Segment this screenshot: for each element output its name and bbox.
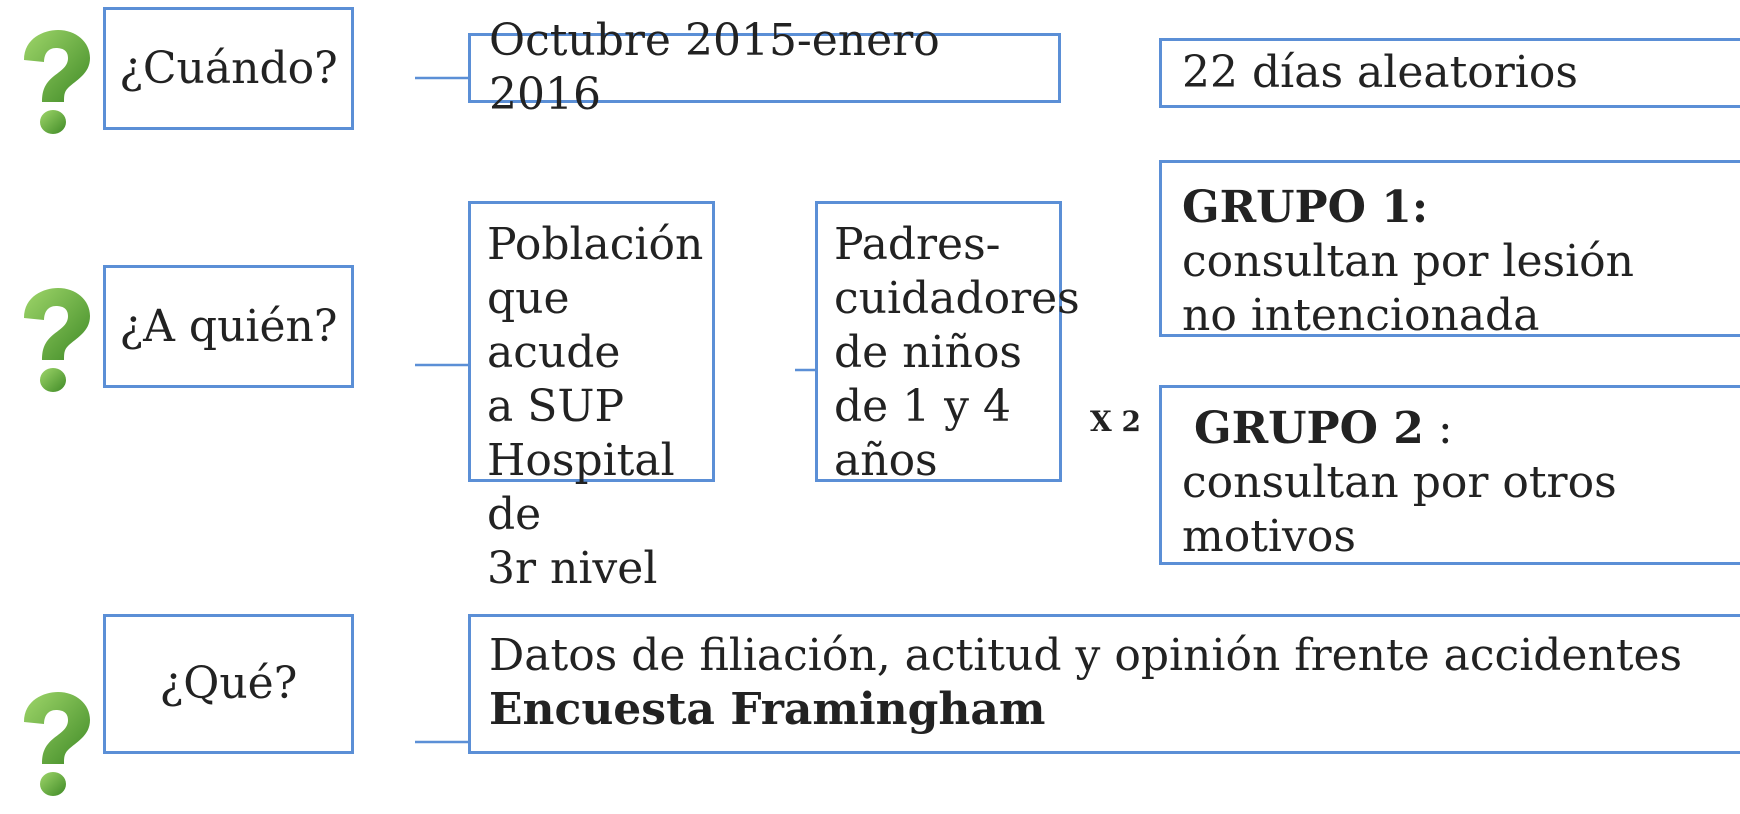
- question-mark-icon: [24, 692, 90, 796]
- parents-line: años: [834, 435, 938, 486]
- days-box: 22 días aleatorios: [1159, 38, 1740, 108]
- question-when-box: ¿Cuándo?: [103, 7, 354, 130]
- parents-line: cuidadores: [834, 273, 1080, 324]
- parents-line: Padres-: [834, 219, 1001, 270]
- population-line: a SUP: [487, 381, 625, 432]
- group1-title: GRUPO 1:: [1182, 182, 1429, 233]
- population-box: Población que acude a SUP Hospital de 3r…: [468, 201, 715, 594]
- population-line: 3r nivel: [487, 543, 658, 594]
- question-what-box: ¿Qué?: [103, 614, 354, 754]
- parents-line: de niños: [834, 327, 1023, 378]
- population-line: Hospital de: [487, 435, 675, 540]
- population-line: Población: [487, 219, 704, 270]
- data-box: Datos de filiación, actitud y opinión fr…: [468, 614, 1740, 754]
- group2-title: GRUPO 2: [1194, 403, 1424, 454]
- days-label: 22 días aleatorios: [1182, 47, 1578, 98]
- period-box: Octubre 2015-enero 2016: [468, 15, 1061, 120]
- data-line: Datos de filiación, actitud y opinión fr…: [489, 630, 1683, 681]
- question-when-label: ¿Cuándo?: [119, 42, 338, 94]
- period-label: Octubre 2015-enero 2016: [489, 15, 940, 120]
- multiplier-label: X 2: [1090, 405, 1141, 438]
- question-mark-icon: [24, 288, 90, 392]
- group1-line: consultan por lesión: [1182, 236, 1634, 287]
- group1-line: no intencionada: [1182, 290, 1540, 341]
- group2-box: GRUPO 2 : consultan por otros motivos: [1159, 385, 1740, 565]
- parents-line: de 1 y 4: [834, 381, 1012, 432]
- question-who-label: ¿A quién?: [119, 300, 338, 352]
- population-line: que acude: [487, 273, 621, 378]
- group1-box: GRUPO 1: consultan por lesión no intenci…: [1159, 160, 1740, 341]
- group2-line: motivos: [1182, 511, 1356, 562]
- parents-box: Padres- cuidadores de niños de 1 y 4 año…: [815, 201, 1080, 486]
- group2-suffix: :: [1423, 403, 1453, 454]
- group2-line: consultan por otros: [1182, 457, 1617, 508]
- question-mark-icon: [24, 30, 90, 134]
- question-what-label: ¿Qué?: [159, 658, 298, 709]
- question-who-box: ¿A quién?: [103, 265, 354, 388]
- survey-name: Encuesta Framingham: [489, 684, 1046, 735]
